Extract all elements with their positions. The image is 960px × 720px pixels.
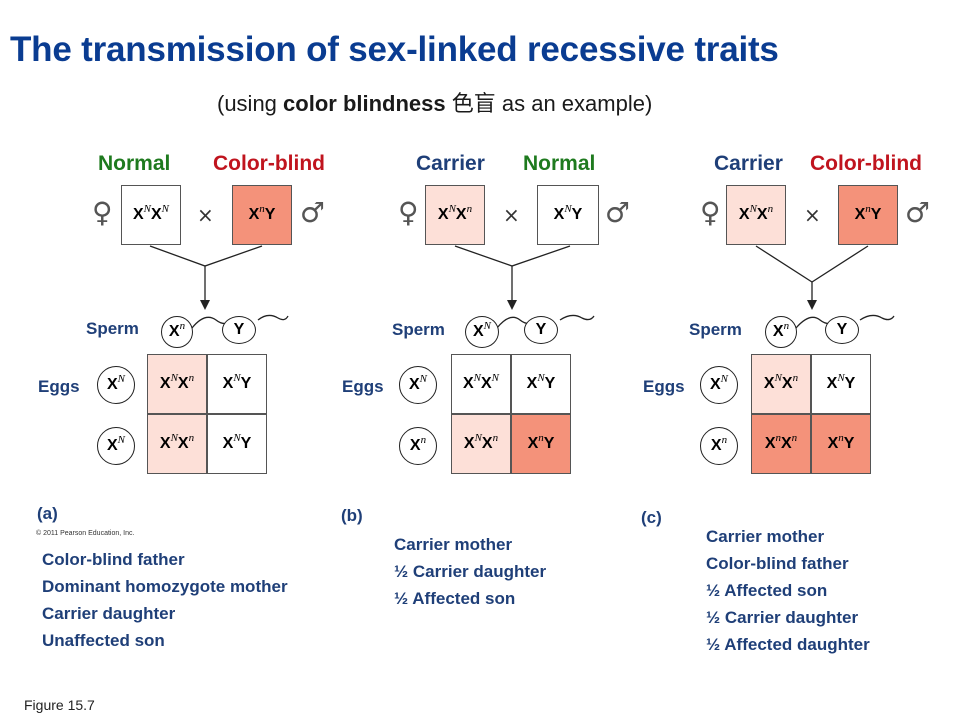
female-symbol-icon: ♀ <box>700 196 721 229</box>
subtitle-pre: (using <box>217 91 284 116</box>
panel-b-note: Carrier mother <box>394 535 513 554</box>
panel-c-father-header: Color-blind <box>810 152 922 175</box>
subtitle-cjk: 色盲 <box>445 91 496 116</box>
panel-c-note: Color-blind father <box>706 554 849 573</box>
panel-b-eggs-label: Eggs <box>342 377 384 396</box>
panel-a-eggs-label: Eggs <box>38 377 80 396</box>
panel-b-sperm-label: Sperm <box>392 320 445 339</box>
panel-c-sperm-label: Sperm <box>689 320 742 339</box>
panel-a-mother-header: Normal <box>98 152 171 175</box>
female-symbol-icon: ♀ <box>398 196 419 229</box>
panel-a-note: Dominant homozygote mother <box>42 577 288 596</box>
panel-a-note: Unaffected son <box>42 631 165 650</box>
panel-a-note: Carrier daughter <box>42 604 176 623</box>
panel-a-notes: Color-blind father Dominant homozygote m… <box>42 546 288 654</box>
panel-c-sperm-2: Y <box>825 316 859 344</box>
subtitle-post: as an example) <box>495 91 653 116</box>
panel-a-father-header: Color-blind <box>213 152 325 175</box>
panel-c-eggs-label: Eggs <box>643 377 685 396</box>
male-symbol-icon: ♂ <box>300 196 326 229</box>
panel-b-note: ½ Affected son <box>394 589 516 608</box>
panel-b-sperm-2: Y <box>524 316 558 344</box>
subtitle-bold: color blindness <box>283 91 446 116</box>
cross-icon: × <box>197 203 214 227</box>
panel-b-notes: Carrier mother ½ Carrier daughter ½ Affe… <box>394 531 546 612</box>
cross-icon: × <box>503 203 520 227</box>
panel-c-note: ½ Carrier daughter <box>706 608 859 627</box>
panel-c-note: ½ Affected son <box>706 581 828 600</box>
panel-b-mother-header: Carrier <box>416 152 485 175</box>
panel-a-sperm-label: Sperm <box>86 319 139 338</box>
male-symbol-icon: ♂ <box>605 196 631 229</box>
panel-c-note: Carrier mother <box>706 527 825 546</box>
panel-c-notes: Carrier mother Color-blind father ½ Affe… <box>706 523 870 658</box>
slide-subtitle: (using color blindness 色盲 as an example) <box>217 86 652 118</box>
male-symbol-icon: ♂ <box>905 196 931 229</box>
panel-b-father-header: Normal <box>523 152 596 175</box>
panel-c-note: ½ Affected daughter <box>706 635 870 654</box>
panel-a-label: (a) <box>37 504 58 523</box>
panel-c-label: (c) <box>641 508 662 527</box>
copyright-text: © 2011 Pearson Education, Inc. <box>36 530 135 537</box>
panel-a-sperm-2: Y <box>222 316 256 344</box>
cross-icon: × <box>804 203 821 227</box>
panel-b-label: (b) <box>341 506 363 525</box>
figure-caption: Figure 15.7 <box>24 697 95 713</box>
panel-c-mother-header: Carrier <box>714 152 783 175</box>
panel-b-note: ½ Carrier daughter <box>394 562 547 581</box>
slide-title: The transmission of sex-linked recessive… <box>10 30 779 69</box>
female-symbol-icon: ♀ <box>92 196 113 229</box>
panel-a-note: Color-blind father <box>42 550 185 569</box>
